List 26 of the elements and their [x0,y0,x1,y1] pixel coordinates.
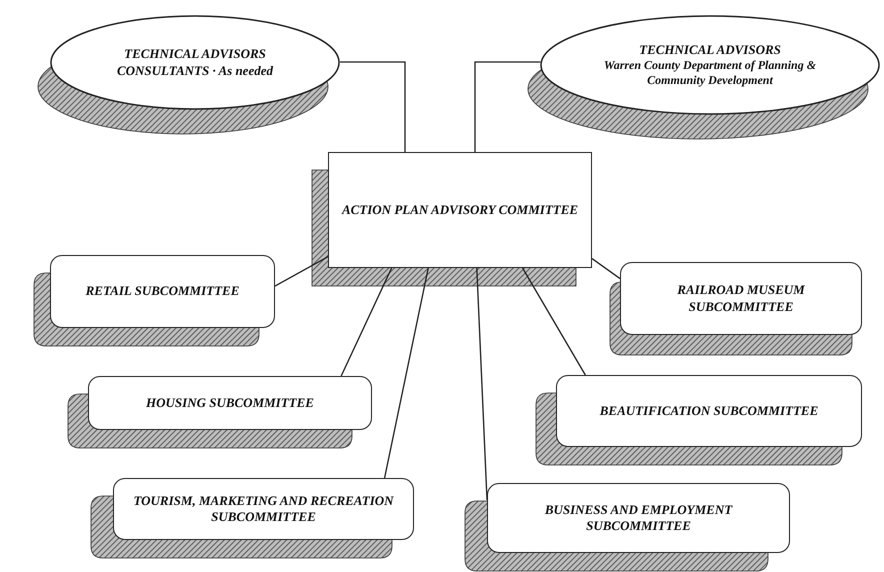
connector-line [274,256,328,287]
node-label: ACTION PLAN ADVISORY COMMITTEE [342,202,578,218]
node-label: RAILROAD MUSEUM SUBCOMMITTEE [676,282,806,315]
node-text: Warren County Department of Planning & Community Development [602,58,818,88]
connector-line [592,258,620,280]
node-label: HOUSING SUBCOMMITTEE [146,394,314,412]
node-text: CONSULTANTS · As needed [116,62,273,79]
node-label: RETAIL SUBCOMMITTEE [86,283,240,300]
connector-line [340,268,392,376]
advisor-ellipse [50,15,340,110]
subcommittee-box [50,255,275,328]
committee-box [328,152,592,268]
subcommittee-box [487,483,790,553]
subcommittee-box [556,375,862,447]
node-label: BUSINESS AND EMPLOYMENT SUBCOMMITTEE [544,502,734,534]
node-label: BEAUTIFICATION SUBCOMMITTEE [600,402,818,420]
subcommittee-box [620,262,862,335]
subcommittee-box [113,478,414,540]
node-heading: TECHNICAL ADVISORS [639,42,781,58]
node-heading: TECHNICAL ADVISORS [124,46,266,62]
connector-line [476,268,488,500]
subcommittee-box [88,376,372,430]
connector-line [474,61,540,152]
connector-line [340,61,406,152]
node-label: TOURISM, MARKETING AND RECREATION SUBCOMMITTEE [132,492,395,526]
advisor-ellipse [540,15,880,115]
